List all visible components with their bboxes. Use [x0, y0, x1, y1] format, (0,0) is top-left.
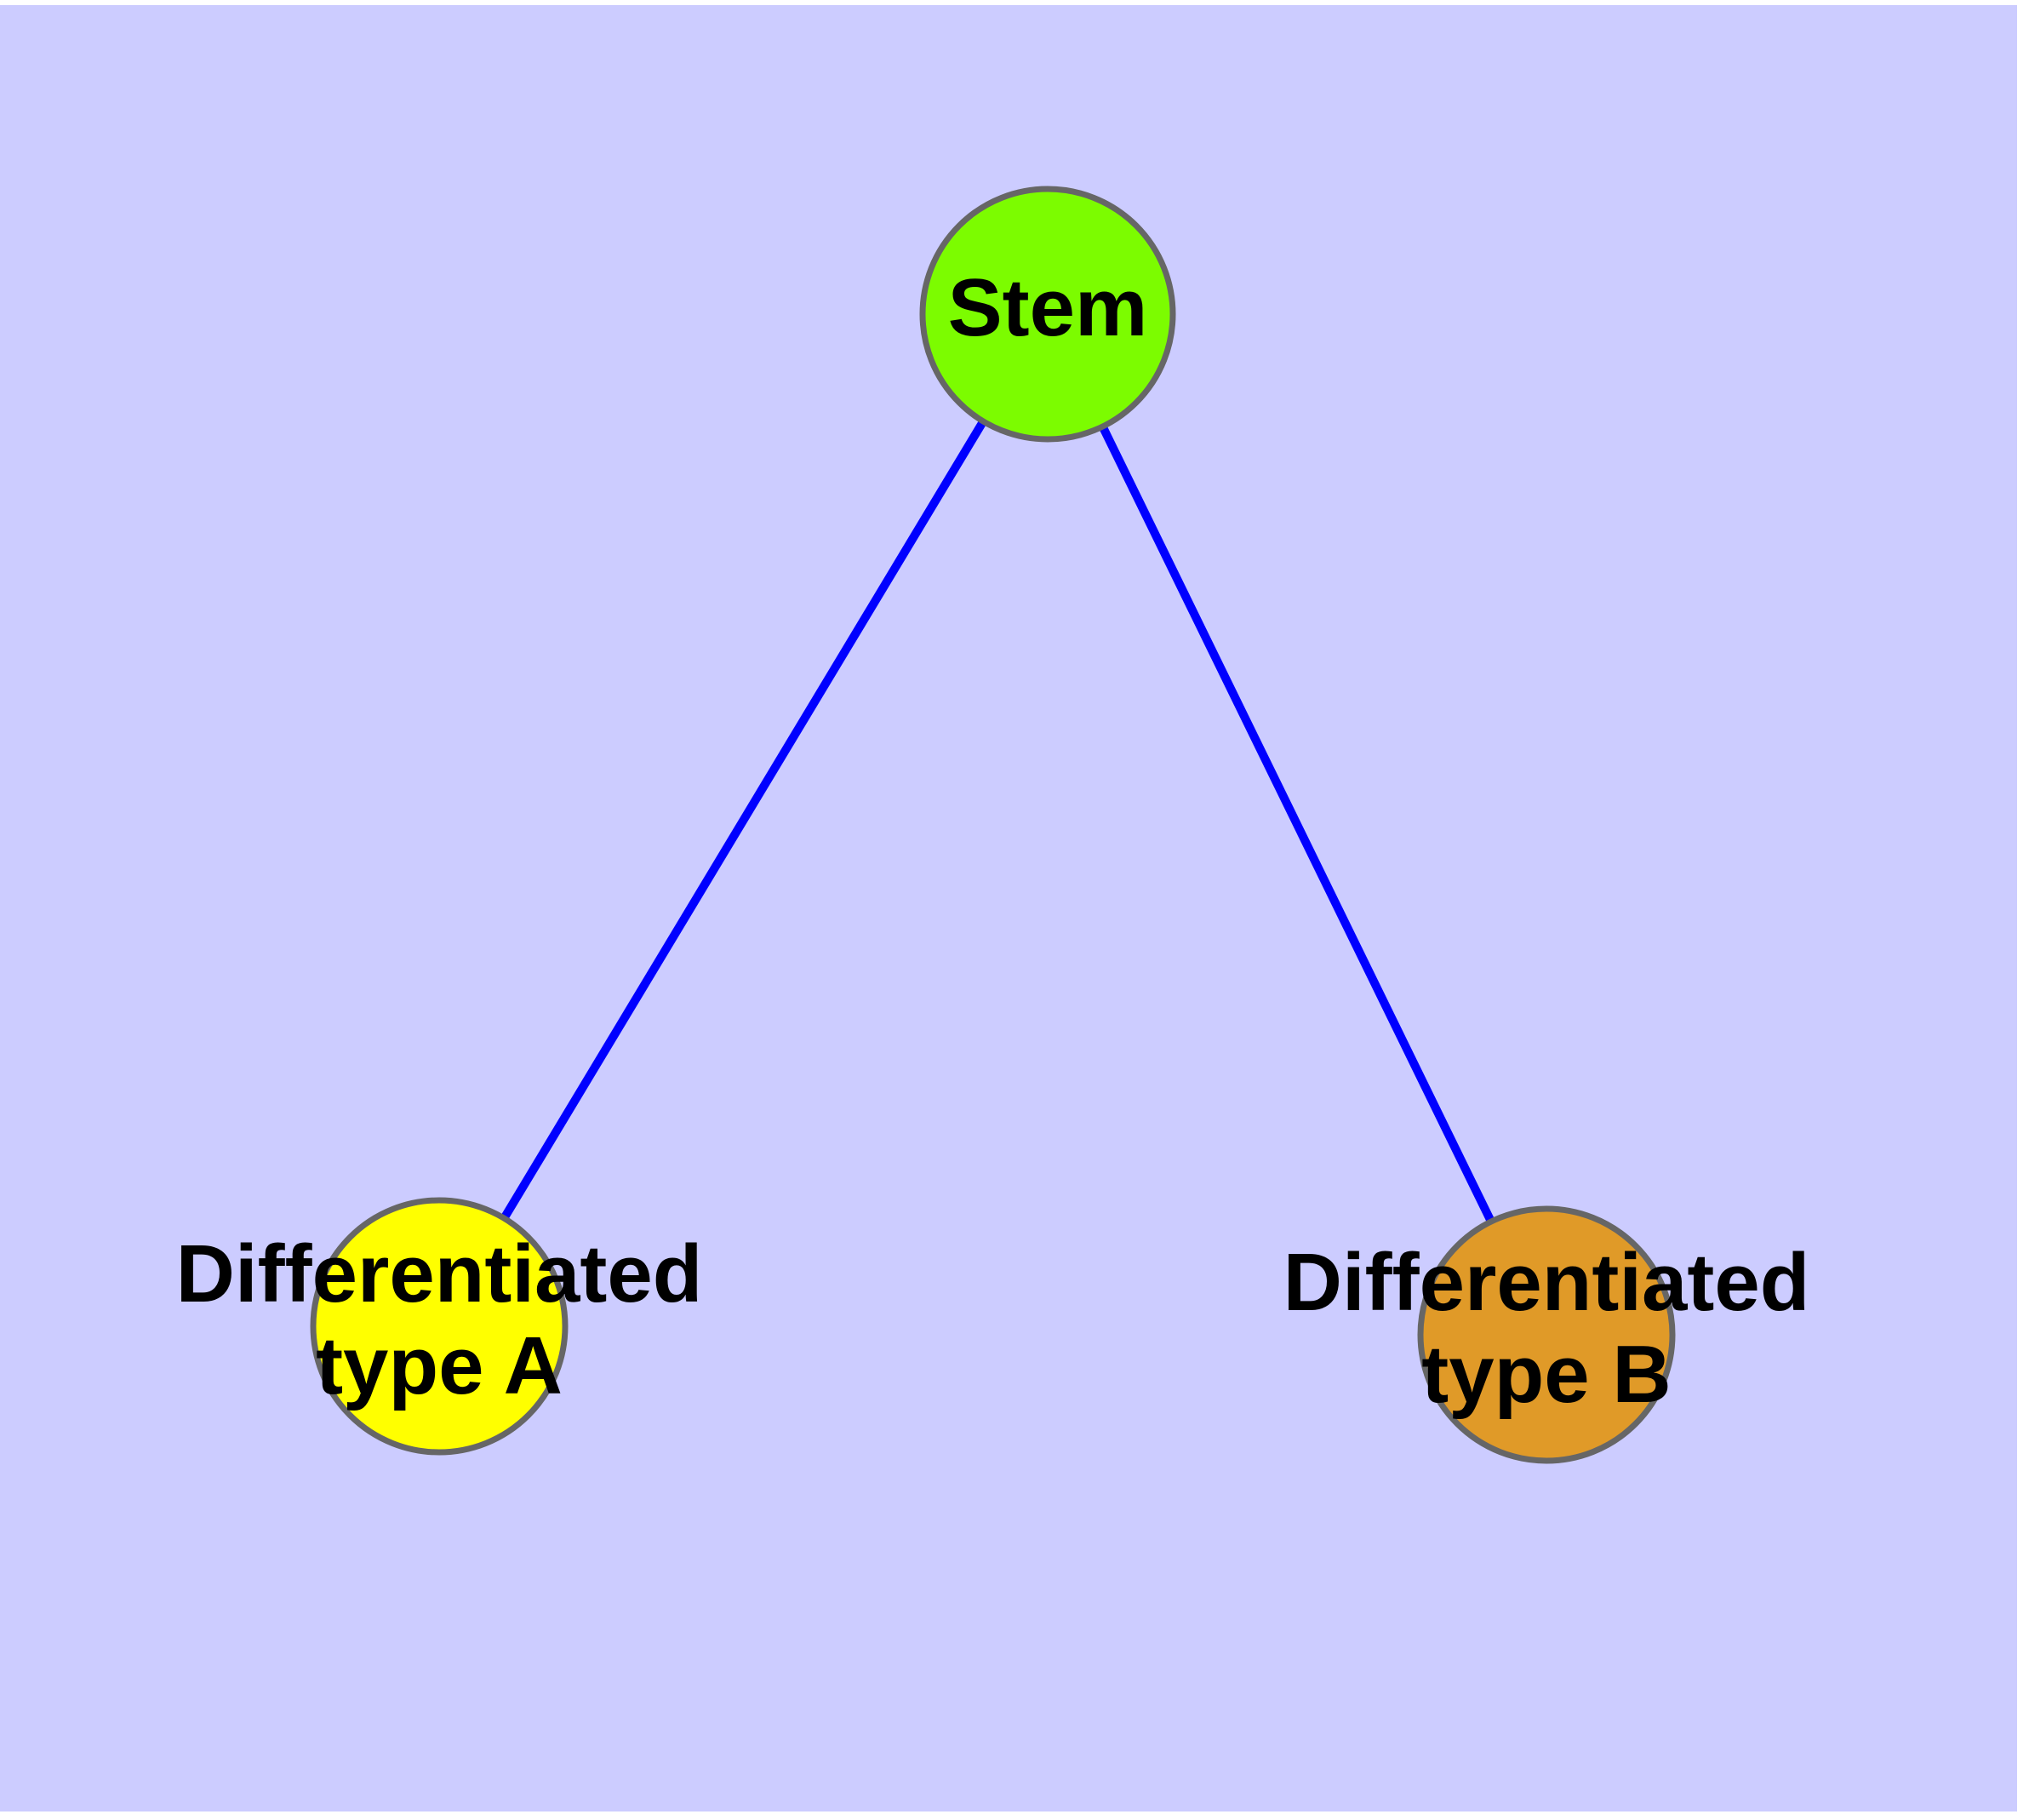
node-stem[interactable]: [919, 186, 1176, 443]
nodes-layer: [310, 186, 1676, 1464]
edges-layer: [501, 421, 1495, 1222]
node-label-line: type A: [316, 1320, 563, 1411]
node-label-line: Differentiated: [1283, 1238, 1810, 1329]
node-label-line: type B: [1421, 1329, 1671, 1420]
node-diff_a[interactable]: [310, 1197, 569, 1456]
edge-stem-to-diff_a: [501, 421, 986, 1220]
node-diff_b[interactable]: [1417, 1205, 1676, 1464]
node-label-stem: Stem: [948, 262, 1148, 353]
node-label-line: Differentiated: [176, 1229, 703, 1320]
node-label-line: Stem: [948, 262, 1148, 353]
edge-stem-to-diff_b: [1099, 426, 1495, 1222]
